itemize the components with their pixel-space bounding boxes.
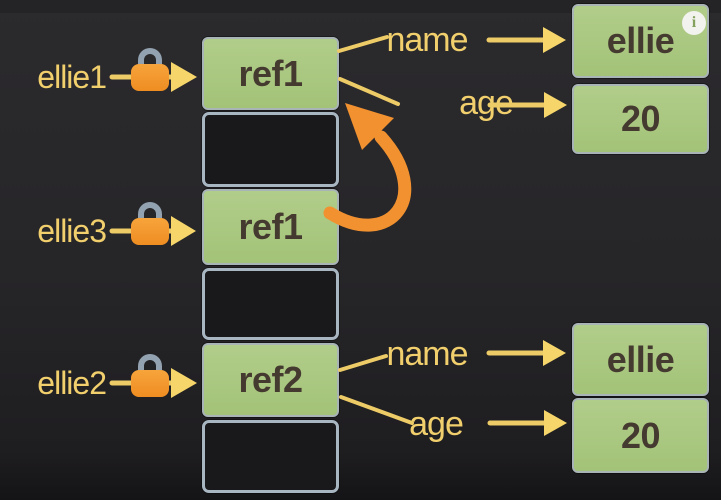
info-icon[interactable]: i bbox=[682, 11, 706, 35]
pointer-arrow-name-top bbox=[486, 27, 566, 53]
cell-value: ref1 bbox=[238, 206, 303, 247]
arrowhead-icon bbox=[543, 27, 566, 53]
lock-icon bbox=[131, 48, 169, 92]
lock-icon bbox=[131, 354, 169, 398]
pointer-arrow-name-bottom bbox=[486, 340, 566, 366]
arrowhead-icon bbox=[544, 410, 567, 436]
arrowhead-icon bbox=[544, 92, 567, 118]
arrowhead-icon bbox=[171, 216, 196, 246]
value-text: 20 bbox=[620, 414, 661, 456]
stack-cell-ref1-b: ref1 bbox=[202, 189, 339, 265]
lock-shackle bbox=[138, 354, 162, 370]
object-value-box-name-top: ellie bbox=[572, 4, 709, 78]
lock-shackle bbox=[138, 48, 162, 64]
stack-cell-ref2: ref2 bbox=[202, 343, 339, 417]
lock-shackle bbox=[138, 202, 162, 218]
pointer-arrow-age-bottom bbox=[487, 410, 567, 436]
property-label-age-top: age bbox=[459, 84, 514, 122]
stack-cell-empty-1 bbox=[202, 112, 339, 187]
lock-body bbox=[131, 370, 169, 397]
curved-arrowhead-icon bbox=[345, 103, 394, 150]
property-label-age-bottom: age bbox=[409, 405, 464, 443]
object-value-box-age-top: 20 bbox=[572, 84, 709, 154]
arrowhead-icon bbox=[171, 62, 197, 92]
value-text: 20 bbox=[620, 98, 661, 139]
property-label-name-bottom: name bbox=[386, 335, 468, 373]
reassignment-curved-arrow bbox=[323, 103, 412, 232]
object-value-box-name-bottom: ellie bbox=[572, 323, 709, 396]
value-text: ellie bbox=[606, 20, 675, 61]
property-label-name-top: name bbox=[386, 21, 468, 59]
lock-icon bbox=[131, 202, 169, 246]
variable-label-ellie2: ellie2 bbox=[37, 365, 107, 401]
stack-cell-empty-3 bbox=[202, 420, 339, 493]
stack-cell-empty-2 bbox=[202, 268, 339, 340]
arrowhead-icon bbox=[543, 340, 566, 366]
cell-value: ref2 bbox=[238, 359, 303, 400]
stack-cell-ref1-a: ref1 bbox=[202, 37, 339, 110]
curved-arrow-tail bbox=[323, 130, 412, 232]
cell-value: ref1 bbox=[238, 52, 303, 94]
variable-label-ellie3: ellie3 bbox=[37, 213, 107, 249]
connector-ref1-age bbox=[338, 77, 400, 106]
lock-body bbox=[131, 64, 169, 91]
object-value-box-age-bottom: 20 bbox=[572, 398, 709, 473]
arrowhead-icon bbox=[171, 368, 197, 398]
lock-body bbox=[131, 218, 169, 245]
value-text: ellie bbox=[606, 338, 675, 380]
info-icon-glyph: i bbox=[691, 14, 697, 31]
variable-label-ellie1: ellie1 bbox=[37, 59, 107, 95]
